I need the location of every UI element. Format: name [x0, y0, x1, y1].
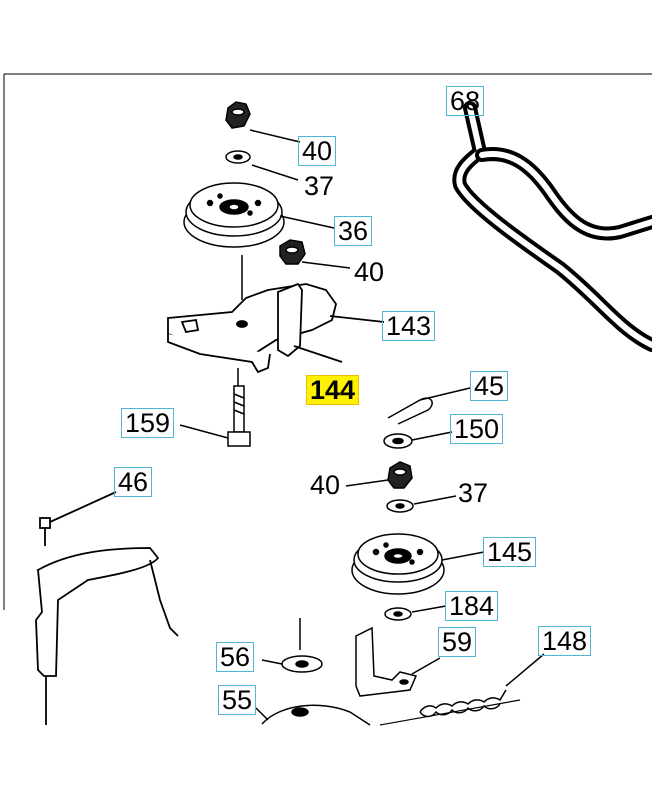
spring-148	[419, 653, 545, 718]
washer-37-top	[225, 150, 299, 181]
callout-40-nut: 40	[354, 257, 385, 287]
callout-55: 55	[218, 685, 257, 715]
callout-37: 37	[304, 171, 335, 201]
washer-37-lower	[386, 495, 457, 513]
belt-68	[452, 101, 652, 352]
frame-edge-line	[379, 699, 521, 726]
callout-37-lower: 37	[458, 478, 489, 508]
cover-46	[35, 491, 179, 725]
callout-56: 56	[216, 642, 255, 672]
pulley-36	[183, 182, 335, 248]
idler-bracket-143	[167, 282, 385, 374]
pulley-145	[351, 533, 485, 595]
callout-145: 145	[483, 537, 537, 567]
plate-55	[255, 704, 371, 726]
nut-40-top	[225, 101, 301, 143]
callout-68: 68	[446, 86, 485, 116]
callout-45: 45	[470, 371, 509, 401]
callout-184: 184	[445, 591, 499, 621]
nut-40-lower	[345, 461, 413, 489]
callout-36: 36	[334, 216, 373, 246]
bracket-59	[355, 626, 441, 697]
callout-40: 40	[298, 136, 337, 166]
callout-148: 148	[538, 626, 592, 656]
callout-40-lower: 40	[310, 470, 341, 500]
nut-40-mid	[279, 239, 351, 269]
washer-56	[261, 618, 323, 673]
bolt-159	[179, 368, 251, 447]
callout-144-highlighted[interactable]: 144	[306, 375, 360, 405]
pin-45	[387, 387, 471, 425]
callout-59: 59	[438, 627, 477, 657]
washer-150	[383, 431, 453, 449]
washer-184	[384, 605, 447, 621]
callout-150: 150	[450, 414, 504, 444]
callout-46: 46	[114, 467, 153, 497]
callout-143: 143	[382, 311, 436, 341]
callout-159: 159	[121, 408, 175, 438]
